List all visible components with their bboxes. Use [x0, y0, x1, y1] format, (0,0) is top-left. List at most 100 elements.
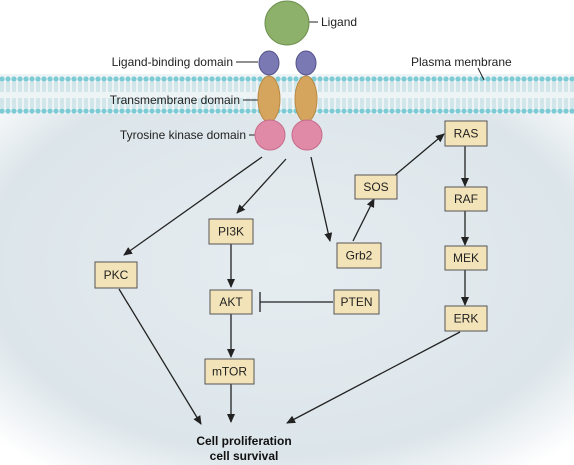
label-transmembrane-domain: Transmembrane domain: [110, 93, 240, 107]
cytoplasm-area: [0, 100, 574, 465]
lipid-head: [125, 108, 131, 114]
node-mek: MEK: [444, 245, 488, 271]
lipid-head: [467, 76, 473, 82]
lipid-head: [53, 108, 59, 114]
node-raf-label: RAF: [454, 192, 478, 206]
lipid-head: [71, 76, 77, 82]
lipid-head: [137, 108, 143, 114]
lipid-head: [65, 76, 71, 82]
lipid-head: [155, 76, 161, 82]
transmembrane-domain-left: [257, 75, 281, 123]
node-erk-label: ERK: [454, 312, 479, 326]
lipid-head: [17, 76, 23, 82]
lipid-head: [185, 108, 191, 114]
lipid-head: [437, 76, 443, 82]
lipid-head: [59, 108, 65, 114]
lipid-head: [359, 108, 365, 114]
tyrosine-kinase-domain-left: [254, 119, 286, 151]
lipid-head: [41, 108, 47, 114]
lipid-head: [113, 76, 119, 82]
lipid-head: [233, 108, 239, 114]
lipid-head: [389, 76, 395, 82]
lipid-head: [95, 108, 101, 114]
lipid-head: [413, 76, 419, 82]
node-pi3k: PI3K: [208, 218, 254, 245]
lipid-head: [197, 108, 203, 114]
lipid-head: [209, 76, 215, 82]
lipid-head: [317, 108, 323, 114]
lipid-head: [29, 76, 35, 82]
lipid-head: [389, 108, 395, 114]
tyrosine-kinase-domain-right: [291, 119, 323, 151]
lipid-head: [533, 108, 539, 114]
lipid-head: [365, 108, 371, 114]
lipid-head: [533, 76, 539, 82]
lipid-head: [383, 108, 389, 114]
lipid-head: [341, 76, 347, 82]
lipid-head: [335, 76, 341, 82]
node-mek-label: MEK: [453, 251, 479, 265]
ligand-circle: [264, 0, 310, 46]
lipid-head: [503, 108, 509, 114]
lipid-head: [83, 76, 89, 82]
lipid-head: [563, 108, 569, 114]
lipid-head: [293, 76, 299, 82]
lipid-head: [557, 108, 563, 114]
node-sos-label: SOS: [363, 180, 388, 194]
lipid-head: [521, 108, 527, 114]
node-sos: SOS: [354, 174, 398, 200]
lipid-head: [551, 108, 557, 114]
lipid-head: [407, 108, 413, 114]
ligand-binding-domain-right: [295, 50, 317, 76]
lipid-head: [107, 76, 113, 82]
lipid-head: [185, 76, 191, 82]
outcome-line-1: Cell proliferation: [196, 434, 291, 448]
lipid-head: [335, 108, 341, 114]
lipid-head: [203, 76, 209, 82]
lipid-head: [527, 108, 533, 114]
lipid-head: [473, 108, 479, 114]
lipid-head: [515, 76, 521, 82]
transmembrane-domain-right: [294, 75, 318, 123]
lipid-head: [179, 108, 185, 114]
lipid-head: [227, 108, 233, 114]
lipid-head: [215, 108, 221, 114]
lipid-head: [419, 76, 425, 82]
lipid-head: [323, 108, 329, 114]
lipid-head: [281, 108, 287, 114]
edge-receptor-pi3k: [236, 158, 287, 214]
lipid-head: [89, 108, 95, 114]
lipid-head: [407, 76, 413, 82]
lipid-head: [545, 76, 551, 82]
lipid-head: [101, 76, 107, 82]
lipid-head: [239, 108, 245, 114]
node-erk: ERK: [444, 305, 488, 332]
lipid-head: [131, 108, 137, 114]
lipid-head: [143, 76, 149, 82]
lipid-head: [119, 108, 125, 114]
lipid-head: [365, 76, 371, 82]
edge-erk-outcome: [286, 331, 461, 424]
lipid-head: [89, 76, 95, 82]
lipid-head: [419, 108, 425, 114]
edge-receptor-pkc: [123, 156, 263, 256]
node-ras: RAS: [444, 120, 488, 147]
lipid-head: [35, 76, 41, 82]
lipid-head: [557, 76, 563, 82]
lipid-head: [287, 76, 293, 82]
lipid-head: [101, 108, 107, 114]
lipid-head: [41, 76, 47, 82]
lipid-head: [521, 76, 527, 82]
lipid-head: [353, 108, 359, 114]
label-ligand: Ligand: [321, 15, 357, 29]
node-grb2: Grb2: [336, 242, 382, 269]
lipid-head: [455, 76, 461, 82]
lipid-head: [287, 108, 293, 114]
lipid-head: [29, 108, 35, 114]
lipid-head: [347, 76, 353, 82]
lipid-head: [395, 108, 401, 114]
lipid-head: [17, 108, 23, 114]
lipid-head: [251, 76, 257, 82]
receptor-chain-right: [291, 50, 323, 151]
lipid-head: [509, 108, 515, 114]
